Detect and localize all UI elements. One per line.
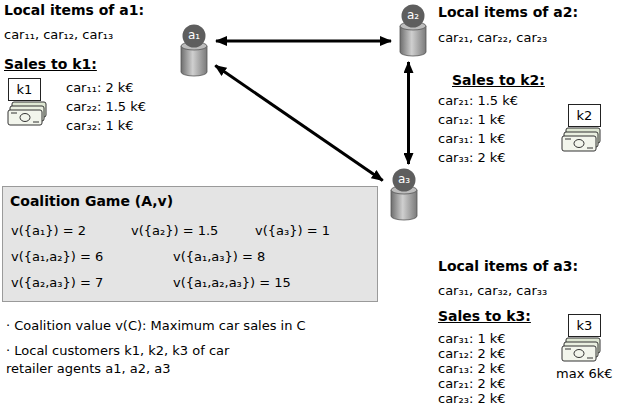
coalition-game-box: Coalition Game (A,v) v({a₁}) = 2 v({a₂}) =… xyxy=(2,186,378,302)
coalition-value: v({a₁}) = 2 xyxy=(11,223,86,238)
item-text: car₃₂: 1 k€ xyxy=(66,118,134,133)
sales-heading: Sales to k1: xyxy=(4,56,97,73)
item-text: car₃₁, car₃₂, car₃₃ xyxy=(438,283,547,298)
agent-name: a₁ xyxy=(176,28,212,43)
item-text: car₂₁: 1.5 k€ xyxy=(438,93,518,108)
item-text: car₂₃: 2 k€ xyxy=(438,391,506,406)
coalition-value: v({a₁,a₂}) = 6 xyxy=(11,249,103,264)
money-icon xyxy=(562,128,600,151)
coalition-value: v({a₂,a₃}) = 7 xyxy=(11,275,103,290)
note-text: · Coalition value v(C): Maximum car sale… xyxy=(6,318,306,333)
agent-name: a₂ xyxy=(395,8,431,23)
box-title: Coalition Game (A,v) xyxy=(10,193,173,210)
item-text: car₁₁: 2 k€ xyxy=(66,80,134,95)
sales-heading: Sales to k2: xyxy=(452,72,545,89)
item-text: car₁₃: 2 k€ xyxy=(438,361,506,376)
coalition-value: v({a₁,a₂,a₃}) = 15 xyxy=(173,275,291,290)
agent-name: a₃ xyxy=(386,172,422,187)
item-text: car₃₁: 1 k€ xyxy=(438,331,506,346)
agent-node: a₁ xyxy=(176,24,212,78)
item-text: car₂₁: 2 k€ xyxy=(438,376,506,391)
coalition-value: v({a₁,a₃}) = 8 xyxy=(173,249,265,264)
section-heading: Local items of a3: xyxy=(438,258,578,275)
item-text: car₁₂: 2 k€ xyxy=(438,346,506,361)
customer-box: k3 xyxy=(568,314,601,337)
item-text: car₂₁, car₂₂, car₂₃ xyxy=(438,30,547,45)
item-text: car₁₂: 1 k€ xyxy=(438,112,506,127)
coalition-value: v({a₂}) = 1.5 xyxy=(131,223,218,238)
sales-heading: Sales to k3: xyxy=(438,308,531,325)
item-text: car₁₁, car₁₂, car₁₃ xyxy=(4,27,113,42)
customer-box: k1 xyxy=(8,78,41,101)
customer-box: k2 xyxy=(568,104,601,127)
section-heading: Local items of a1: xyxy=(4,2,144,19)
agent-node: a₂ xyxy=(395,4,431,58)
agent-node: a₃ xyxy=(386,168,422,222)
item-text: car₃₃: 2 k€ xyxy=(438,150,506,165)
money-icon xyxy=(8,102,46,125)
coalition-value: v({a₃}) = 1 xyxy=(255,223,330,238)
customer-name: k1 xyxy=(9,82,40,97)
money-icon xyxy=(562,338,600,361)
double-arrow xyxy=(215,66,382,181)
item-text: car₃₁: 1 k€ xyxy=(438,131,506,146)
double-arrow xyxy=(407,62,410,164)
customer-name: k3 xyxy=(569,318,600,333)
item-text: car₂₂: 1.5 k€ xyxy=(66,99,146,114)
item-text: max 6k€ xyxy=(556,366,613,381)
customer-name: k2 xyxy=(569,108,600,123)
note-text: · Local customers k1, k2, k3 of car reta… xyxy=(6,342,256,378)
section-heading: Local items of a2: xyxy=(438,4,578,21)
double-arrow xyxy=(216,40,391,43)
